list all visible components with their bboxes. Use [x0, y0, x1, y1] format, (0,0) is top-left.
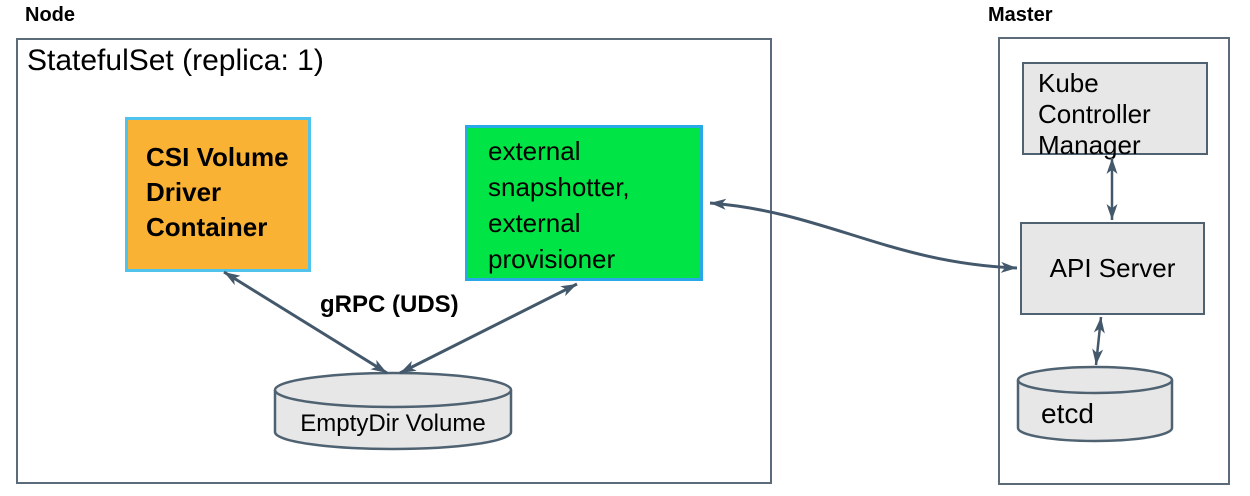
external-sidecars-box: external snapshotter, external provision…	[465, 125, 703, 281]
emptydir-volume-label: EmptyDir Volume	[300, 410, 486, 437]
api-server-label: API Server	[1049, 253, 1176, 283]
node-group-label: Node	[25, 4, 75, 26]
csi-volume-driver-container-box: CSI Volume Driver Container	[125, 117, 311, 272]
kube-controller-manager-box: Kube Controller Manager	[1022, 62, 1208, 160]
statefulset-title: StatefulSet (replica: 1)	[27, 44, 324, 77]
csi-volume-driver-container-label: CSI Volume Driver Container	[146, 142, 289, 242]
kube-controller-manager-label: Kube Controller Manager	[1038, 68, 1151, 160]
master-group-label: Master	[988, 4, 1053, 26]
external-sidecars-label: external snapshotter, external provision…	[488, 136, 630, 274]
api-server-box: API Server	[1020, 222, 1205, 315]
grpc-uds-label: gRPC (UDS)	[320, 291, 459, 318]
etcd-label: etcd	[1041, 398, 1094, 429]
